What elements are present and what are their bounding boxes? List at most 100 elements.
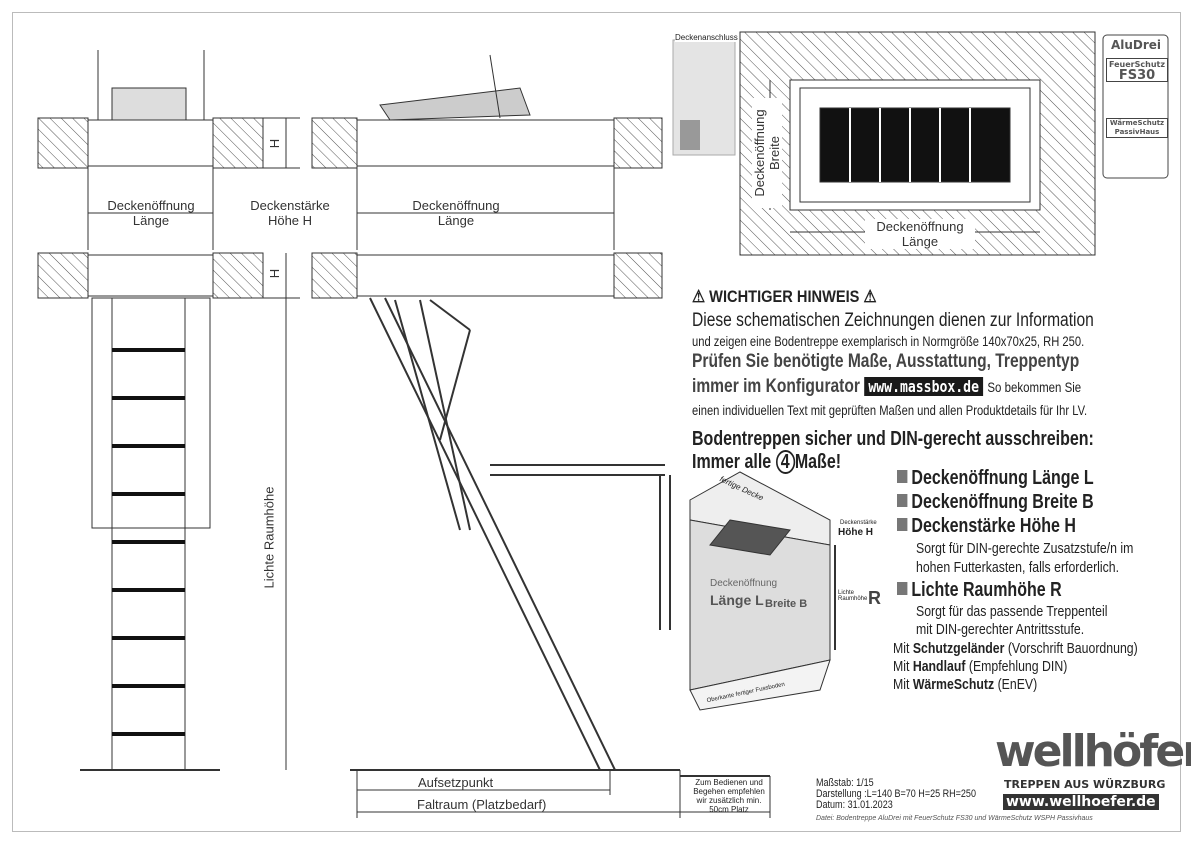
illus-room: Lichte Raumhöhe <box>838 590 868 602</box>
dim-text: Breite <box>767 136 782 170</box>
dim-text: Länge <box>865 234 975 249</box>
dim-text: Deckenstärke <box>250 198 330 213</box>
meta-display: Darstellung :L=140 B=70 H=25 RH=250 <box>816 788 976 800</box>
illus-width: Breite B <box>765 598 808 610</box>
notice-line: und zeigen eine Bodentreppe exemplarisch… <box>692 333 1085 349</box>
dim-text: Deckenöffnung <box>107 198 195 213</box>
illus-thickness-h: Höhe H <box>838 527 873 538</box>
illus-opening: Deckenöffnung <box>710 578 778 589</box>
extra-text: Mit <box>893 676 913 693</box>
badge-frame <box>1102 34 1169 179</box>
dim-text: Deckenöffnung <box>752 109 767 197</box>
notice-line: immer im Konfigurator www.massbox.de So … <box>692 376 1081 398</box>
notice-line: Prüfen Sie benötigte Maße, Ausstattung, … <box>692 351 1080 372</box>
folded-ladder <box>111 87 187 121</box>
h-label: H <box>267 268 283 279</box>
ladder-treads <box>112 348 185 736</box>
heading-text: Maße! <box>794 451 842 473</box>
number-circle: 4 <box>775 450 795 474</box>
illus-room-r: R <box>868 588 881 608</box>
slab-hatch <box>613 252 663 299</box>
badge-text: WärmeSchutz <box>1109 119 1165 127</box>
extra-item: Mit Handlauf (Empfehlung DIN) <box>893 658 1067 675</box>
plan-width-label: Deckenöffnung Breite <box>752 98 782 208</box>
notice-title-text: WICHTIGER HINWEIS <box>709 287 860 306</box>
note-line: wir zusätzlich min. <box>696 796 762 805</box>
bullet-square-icon <box>897 582 908 595</box>
badge-text: PassivHaus <box>1114 128 1160 136</box>
fire-badge: FeuerSchutz FS30 <box>1106 58 1168 82</box>
touchdown-label: Aufsetzpunkt <box>418 775 494 790</box>
thermal-badge: WärmeSchutz PassivHaus <box>1106 118 1168 138</box>
extra-text: Mit <box>893 658 913 675</box>
extra-item: Mit WärmeSchutz (EnEV) <box>893 676 1037 693</box>
room-height-label: Lichte Raumhöhe <box>261 486 277 589</box>
bullet-square-icon <box>897 494 908 507</box>
extra-bold: Schutzgeländer <box>912 640 1005 657</box>
warning-icon: ⚠ <box>692 287 710 306</box>
heading-text: Immer alle <box>692 451 772 473</box>
measure-item: Lichte Raumhöhe R <box>897 579 1062 602</box>
badge-text: FeuerSchutz <box>1108 60 1165 69</box>
bullet-square-icon <box>897 470 908 483</box>
measure-item: Deckenöffnung Länge L <box>897 467 1094 490</box>
bullet-square-icon <box>897 518 908 531</box>
extra-text: (EnEV) <box>994 676 1038 693</box>
plan-ladder <box>819 107 1011 183</box>
measure-sub: hohen Futterkasten, falls erforderlich. <box>916 559 1120 576</box>
dim-text: Länge <box>132 213 170 228</box>
slab-hatch <box>37 117 89 169</box>
note-line: 50cm Platz <box>709 805 749 814</box>
extra-text: (Empfehlung DIN) <box>965 658 1068 675</box>
h-label: H <box>267 138 283 149</box>
slab-hatch <box>311 117 358 169</box>
slab-hatch <box>212 252 264 299</box>
slab-hatch <box>212 117 264 169</box>
meta-date: Datum: 31.01.2023 <box>816 799 893 811</box>
brand-badge: AluDrei <box>1110 38 1162 52</box>
measure-label: Lichte Raumhöhe R <box>911 579 1062 601</box>
illus-thickness: Deckenstärke <box>840 520 877 526</box>
ceiling-connection-label: Deckenanschluss <box>675 33 738 42</box>
notice-title: ⚠ WICHTIGER HINWEIS ⚠ <box>692 287 877 307</box>
notice-line: einen individuellen Text mit geprüften M… <box>692 402 1088 418</box>
dim-text: Deckenöffnung <box>865 219 975 234</box>
frame-box <box>87 119 214 167</box>
dim-text: Länge <box>437 213 475 228</box>
frame-box <box>356 119 615 167</box>
folded-ladder <box>379 87 531 121</box>
badge-text: FS30 <box>1118 68 1156 83</box>
measure-label: Deckenöffnung Breite B <box>911 491 1094 513</box>
extra-bold: Handlauf <box>912 658 966 675</box>
meta-file: Datei: Bodentreppe AluDrei mit FeuerSchu… <box>816 815 1093 822</box>
logo-tagline: TREPPEN AUS WÜRZBURG <box>1004 778 1166 791</box>
measure-item: Deckenstärke Höhe H <box>897 515 1076 538</box>
notice-text: So bekommen Sie <box>987 379 1082 395</box>
measure-sub: Sorgt für das passende Treppenteil <box>916 603 1108 620</box>
measure-sub: Sorgt für DIN-gerechte Zusatzstufe/n im <box>916 540 1134 557</box>
slab-hatch <box>613 117 663 169</box>
measure-label: Deckenstärke Höhe H <box>911 515 1076 537</box>
massbox-link[interactable]: www.massbox.de <box>864 377 984 396</box>
note-line: Zum Bedienen und <box>695 778 763 787</box>
extra-item: Mit Schutzgeländer (Vorschrift Bauordnun… <box>893 640 1138 657</box>
plan-length-label: Deckenöffnung Länge <box>865 219 975 249</box>
wellhoefer-link[interactable]: www.wellhoefer.de <box>1003 794 1159 810</box>
meta-scale: Maßstab: 1/15 <box>816 777 874 789</box>
measure-sub: mit DIN-gerechter Antrittsstufe. <box>916 621 1085 638</box>
side-ladder <box>369 297 671 771</box>
slab-hatch <box>311 252 358 299</box>
dim-thickness: Deckenstärke Höhe H <box>240 198 340 228</box>
extra-text: (Vorschrift Bauordnung) <box>1004 640 1138 657</box>
extra-bold: WärmeSchutz <box>912 676 995 693</box>
dim-opening-length-side: Deckenöffnung Länge <box>400 198 512 228</box>
folding-space-label: Faltraum (Platzbedarf) <box>417 797 547 812</box>
wellhoefer-logo: wellhöfer <box>995 726 1191 777</box>
drawing-frame <box>12 12 1181 832</box>
dim-text: Deckenöffnung <box>412 198 500 213</box>
slab-hatch <box>37 252 89 299</box>
illus-length: Länge L <box>710 592 764 608</box>
measure-illustration <box>689 471 836 711</box>
